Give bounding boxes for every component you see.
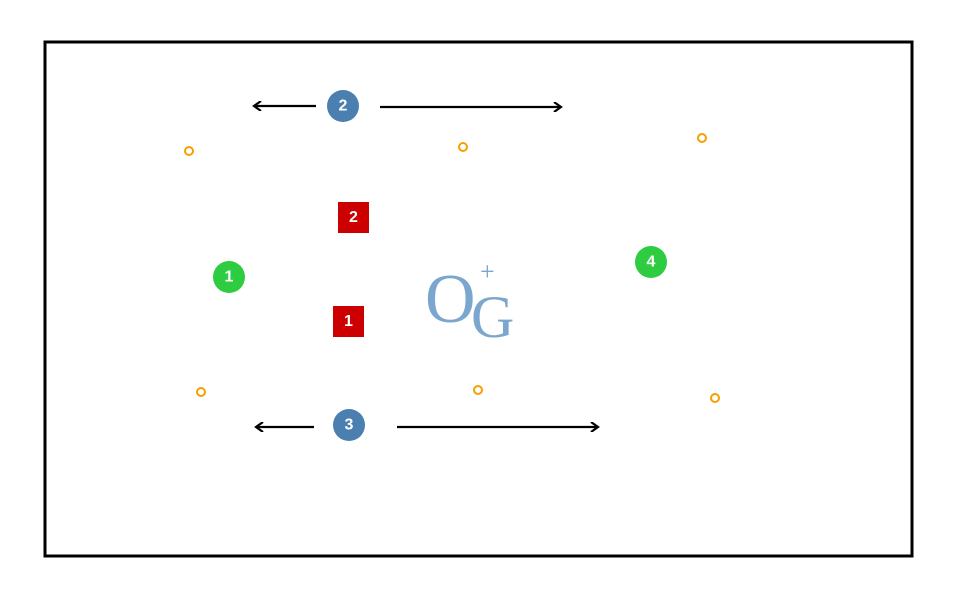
- cone-marker: [196, 387, 206, 397]
- blue-player: 3: [333, 409, 365, 441]
- player-label: 2: [349, 209, 358, 226]
- logo-g: G: [471, 284, 514, 350]
- logo-plus: +: [480, 257, 495, 286]
- blue-player: 2: [327, 90, 359, 122]
- player-label: 1: [344, 313, 353, 330]
- green-player: 1: [213, 261, 245, 293]
- logo-o: O: [425, 261, 476, 338]
- green-player: 4: [635, 246, 667, 278]
- cone-marker: [710, 393, 720, 403]
- player-label: 4: [647, 254, 656, 271]
- cone-marker: [458, 142, 468, 152]
- player-label: 1: [225, 269, 234, 286]
- red-player: 2: [338, 202, 369, 233]
- player-label: 2: [339, 98, 348, 115]
- player-label: 3: [345, 417, 354, 434]
- og-logo: O G +: [425, 257, 514, 350]
- field-boundary: [43, 40, 914, 558]
- red-player: 1: [333, 306, 364, 337]
- cone-marker: [473, 385, 483, 395]
- cone-marker: [697, 133, 707, 143]
- cone-marker: [184, 146, 194, 156]
